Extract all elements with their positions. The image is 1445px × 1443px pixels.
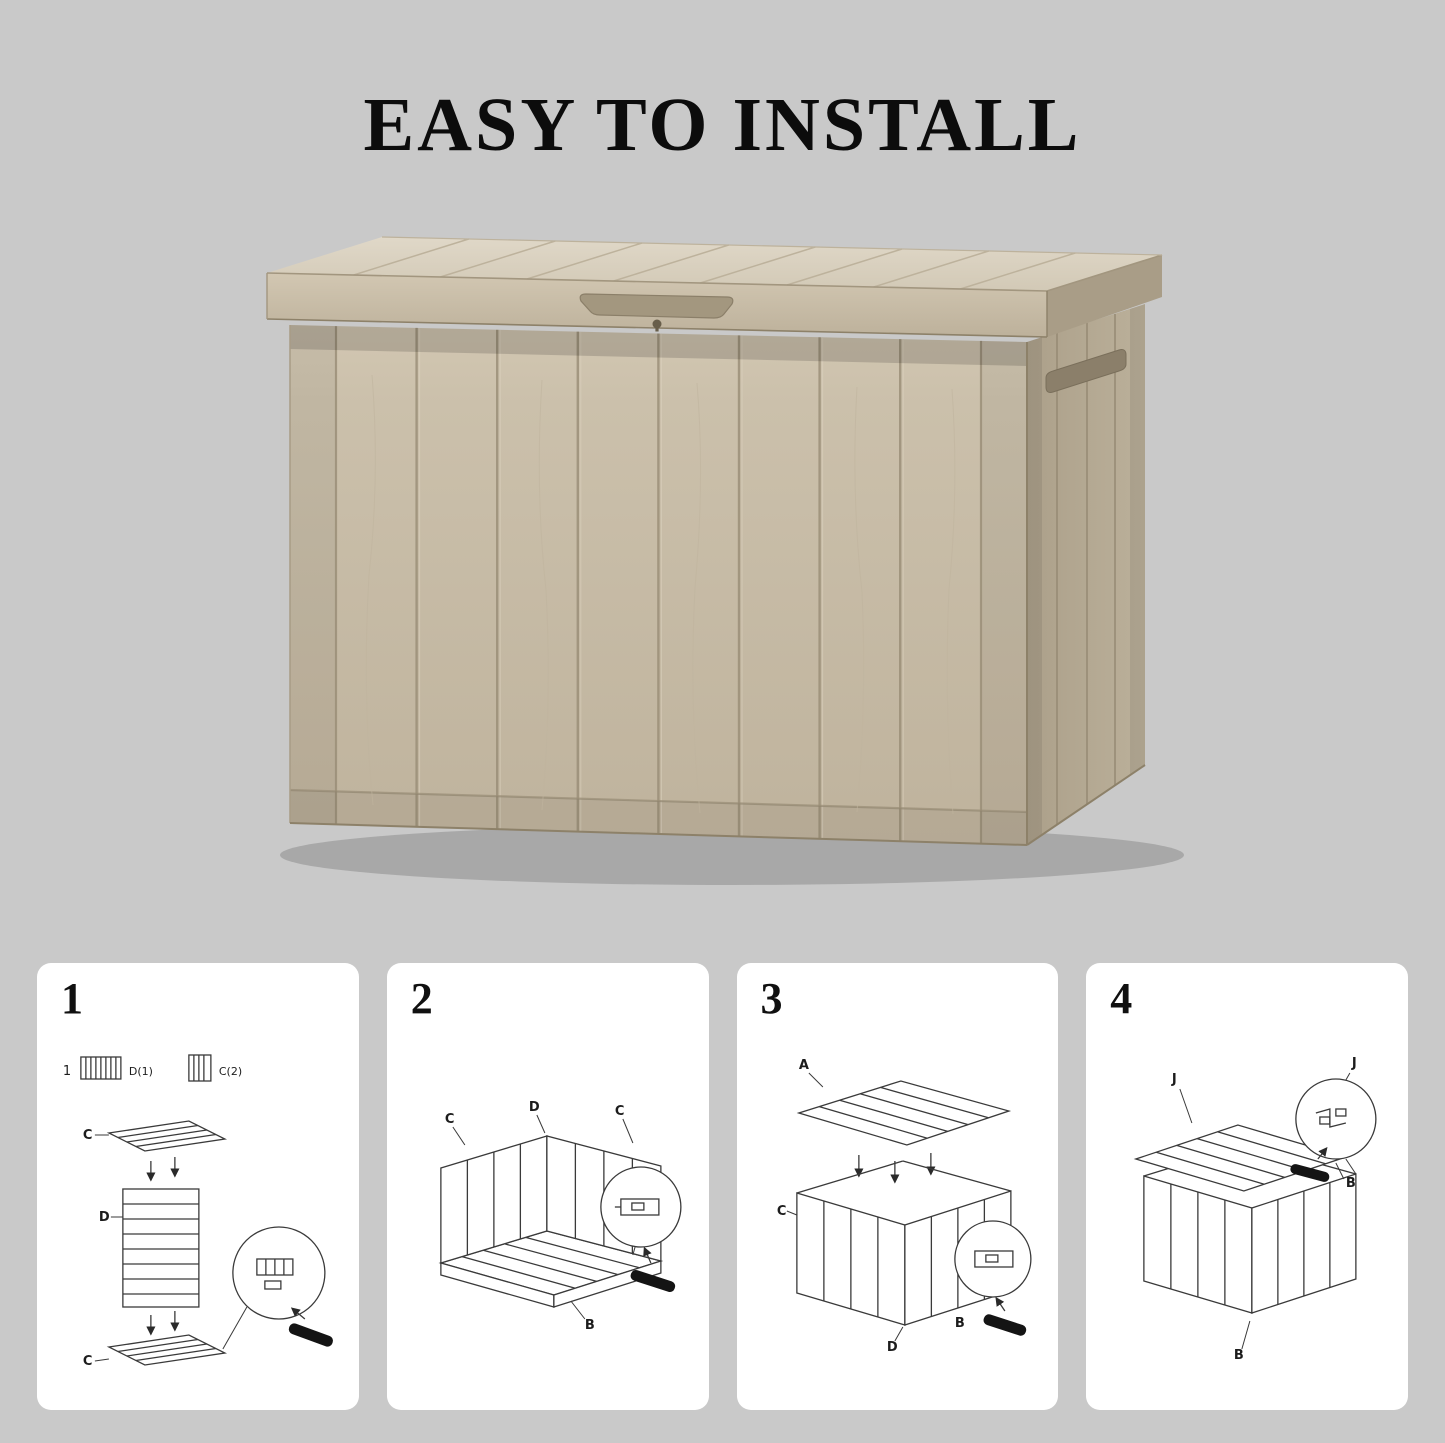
- step-number: 1: [61, 974, 83, 1023]
- screw-part: [983, 1314, 1026, 1336]
- part-d-icon: [80, 1056, 122, 1080]
- front-left-face: [795, 1192, 906, 1326]
- deck-box-lid: [266, 236, 1163, 338]
- hinge-right-label: J: [1351, 1056, 1357, 1071]
- left-panel-label: C: [776, 1204, 786, 1219]
- parts-list: 1 D(1) C(2): [63, 1054, 242, 1082]
- front-plank-grooves: [415, 327, 902, 842]
- step-1-diagram: 1 D(1) C(2): [63, 1054, 333, 1369]
- detail-callout: [222, 1226, 333, 1350]
- step-4-diagram: J J B B: [1133, 1056, 1377, 1363]
- top-panel: [106, 1120, 228, 1152]
- front-plank-highlights: [419, 328, 904, 842]
- step-number: 3: [760, 974, 783, 1023]
- step-number: 2: [410, 974, 433, 1023]
- step-number: 4: [1110, 974, 1133, 1023]
- body-label: B: [1234, 1348, 1244, 1363]
- part-count: 1: [63, 1064, 71, 1079]
- left-wall-panel: [439, 1135, 548, 1264]
- lock-keyhole-icon: [652, 319, 662, 332]
- step-panel-1: 1 1 D(1): [37, 963, 359, 1410]
- part-c-label: C(2): [219, 1065, 242, 1078]
- hardware-label: B: [954, 1316, 964, 1331]
- deck-box-body: [289, 304, 1146, 846]
- lid-label: A: [798, 1058, 808, 1073]
- back-wall-label: D: [529, 1100, 540, 1115]
- product-image: [252, 205, 1202, 905]
- part-d-label: D(1): [129, 1065, 153, 1078]
- box-body: [1143, 1143, 1357, 1314]
- right-wall-label: C: [615, 1104, 625, 1119]
- step-3-diagram: A: [776, 1058, 1032, 1355]
- detail-callout: B: [953, 1220, 1032, 1336]
- detail-callout: B: [1290, 1078, 1377, 1191]
- page-title: EASY TO INSTALL: [363, 83, 1082, 167]
- exploded-view: C D: [83, 1120, 228, 1369]
- step-panel-3: 3 A: [736, 963, 1059, 1410]
- body-label: D: [886, 1340, 897, 1355]
- deck-box-illustration: [266, 236, 1184, 885]
- screw-part: [1290, 1164, 1330, 1182]
- left-wall-label: C: [445, 1112, 455, 1127]
- side-plank-grooves: [1056, 314, 1116, 825]
- front-right-face: [1251, 1173, 1357, 1314]
- lid-grip-recess: [579, 293, 734, 319]
- lid-attaching: [1133, 1124, 1357, 1192]
- down-arrows: [146, 1157, 180, 1182]
- side-panel: [122, 1188, 200, 1308]
- bottom-panel: [106, 1334, 228, 1366]
- lid-plank-lines: [353, 238, 1076, 290]
- down-arrows: [146, 1311, 180, 1336]
- detail-callout: [599, 1166, 682, 1293]
- part-c-icon: [188, 1054, 212, 1082]
- hinge-left-label: J: [1171, 1072, 1177, 1087]
- screw-part: [630, 1269, 675, 1293]
- step-panel-2: 2: [386, 963, 709, 1410]
- down-arrows: [853, 1153, 935, 1184]
- base-label: B: [585, 1318, 595, 1333]
- lid-panel: [796, 1080, 1011, 1146]
- install-steps: 1 1 D(1): [37, 963, 1408, 1410]
- step-2-diagram: C D C B: [438, 1100, 682, 1333]
- step-panel-4: 4: [1086, 963, 1408, 1410]
- screw-part: [288, 1323, 333, 1347]
- hardware-label: B: [1346, 1176, 1356, 1191]
- top-panel-label: C: [83, 1128, 93, 1143]
- bottom-panel-label: C: [83, 1354, 93, 1369]
- side-panel-label: D: [99, 1210, 110, 1225]
- wood-grain: [365, 374, 956, 815]
- side-handle: [1045, 349, 1127, 393]
- front-left-face: [1143, 1175, 1253, 1314]
